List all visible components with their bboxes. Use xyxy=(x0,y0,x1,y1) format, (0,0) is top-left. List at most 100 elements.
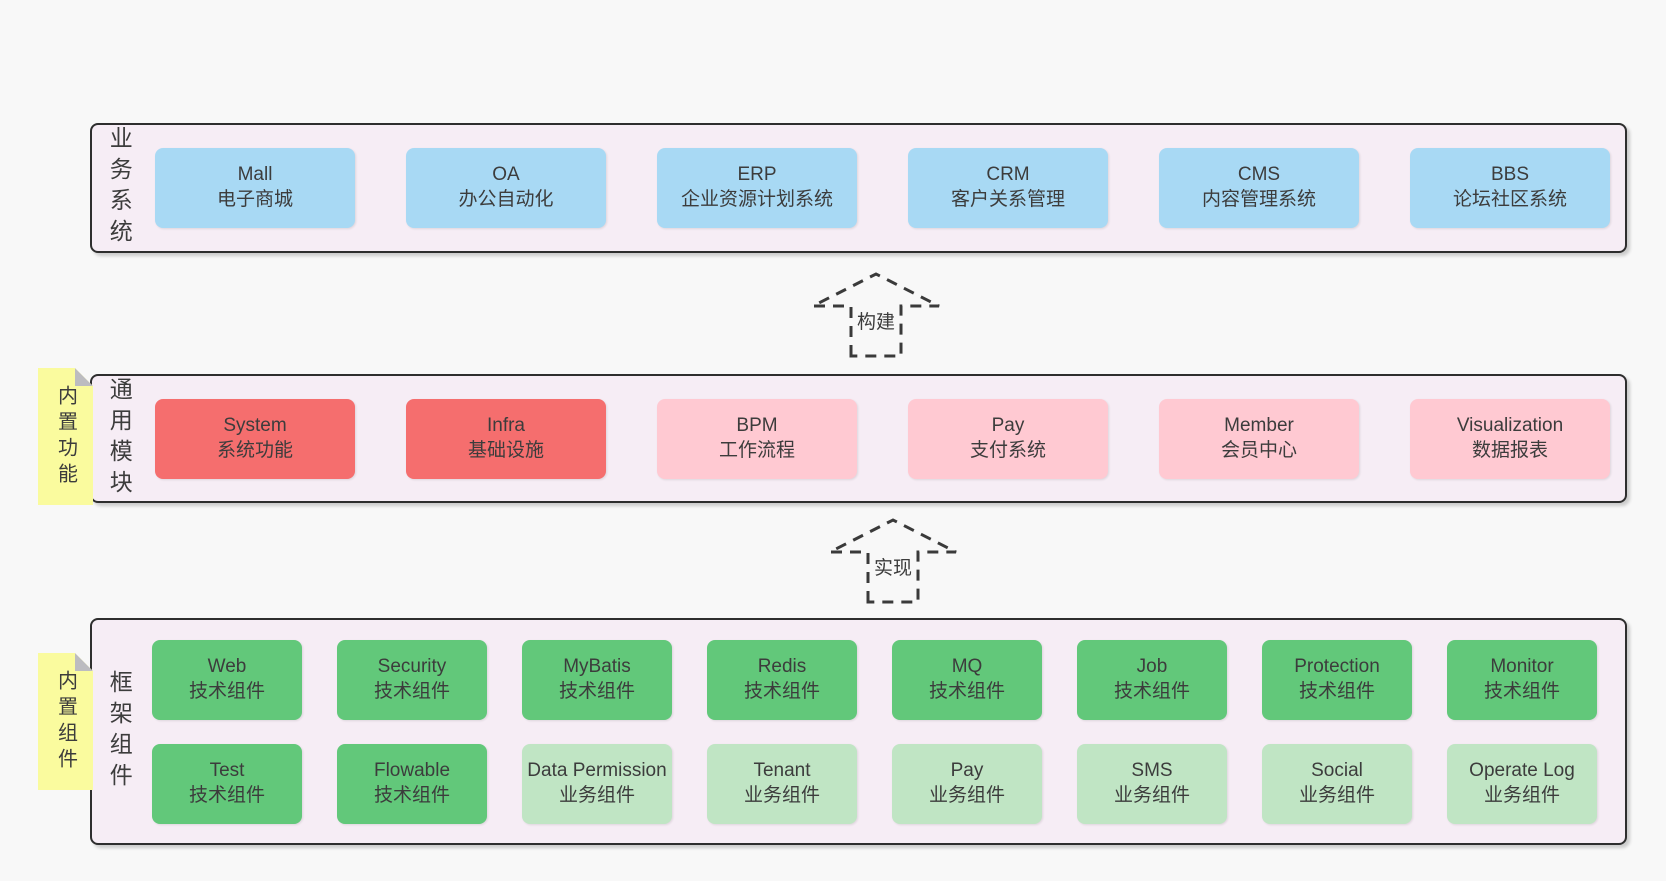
module-subtitle: 基础设施 xyxy=(467,439,544,461)
module-box-mybatis: MyBatis 技术组件 xyxy=(522,639,672,720)
module-box-member: Member 会员中心 xyxy=(1159,398,1359,479)
module-title: MQ xyxy=(951,655,983,677)
module-title: SMS xyxy=(1131,759,1173,781)
dashed-up-arrow-icon xyxy=(829,518,957,604)
module-subtitle: 业务组件 xyxy=(558,784,635,806)
module-title: BBS xyxy=(1490,164,1530,186)
sticky-note-builtin-features-label: 内置功能 xyxy=(54,384,77,489)
module-title: Tenant xyxy=(753,759,811,781)
module-title: ERP xyxy=(737,164,777,186)
band-common-modules-label: 通用模块 xyxy=(106,376,133,501)
module-box-test: Test 技术组件 xyxy=(152,743,302,824)
module-box-tenant: Tenant 业务组件 xyxy=(707,743,857,824)
module-title: Pay xyxy=(991,414,1025,436)
module-subtitle: 技术组件 xyxy=(188,784,265,806)
module-title: Web xyxy=(207,655,247,677)
module-box-protection: Protection 技术组件 xyxy=(1262,639,1412,720)
module-box-mall: Mall 电子商城 xyxy=(155,148,355,228)
module-subtitle: 工作流程 xyxy=(718,439,795,461)
band-business-systems-label: 业务系统 xyxy=(106,126,133,250)
module-subtitle: 业务组件 xyxy=(1483,784,1560,806)
dashed-up-arrow-icon xyxy=(812,272,940,358)
module-title: Flowable xyxy=(373,759,451,781)
module-title: System xyxy=(223,414,287,436)
module-subtitle: 技术组件 xyxy=(743,680,820,702)
module-subtitle: 客户关系管理 xyxy=(950,189,1065,210)
sticky-note-builtin-components-label: 内置组件 xyxy=(54,669,77,774)
module-subtitle: 会员中心 xyxy=(1220,439,1297,461)
module-title: CRM xyxy=(986,164,1030,186)
module-box-pay: Pay 业务组件 xyxy=(892,743,1042,824)
module-subtitle: 业务组件 xyxy=(928,784,1005,806)
module-subtitle: 技术组件 xyxy=(1483,680,1560,702)
module-box-monitor: Monitor 技术组件 xyxy=(1447,639,1597,720)
module-box-bpm: BPM 工作流程 xyxy=(657,398,857,479)
module-title: Security xyxy=(377,655,447,677)
module-title: Mall xyxy=(237,164,273,186)
module-title: Monitor xyxy=(1490,655,1554,677)
module-subtitle: 数据报表 xyxy=(1471,439,1548,461)
module-subtitle: 论坛社区系统 xyxy=(1452,189,1567,210)
module-box-flowable: Flowable 技术组件 xyxy=(337,743,487,824)
implement-arrow-label: 实现 xyxy=(869,552,917,581)
module-subtitle: 技术组件 xyxy=(373,680,450,702)
module-box-visualization: Visualization 数据报表 xyxy=(1410,398,1610,479)
module-title: Redis xyxy=(757,655,807,677)
module-box-data-permission: Data Permission 业务组件 xyxy=(522,743,672,824)
sticky-note-builtin-features: 内置功能 xyxy=(38,368,93,505)
module-title: MyBatis xyxy=(563,655,631,677)
module-title: Job xyxy=(1136,655,1168,677)
module-title: Visualization xyxy=(1456,414,1564,436)
module-title: Data Permission xyxy=(527,759,667,781)
module-subtitle: 技术组件 xyxy=(1298,680,1375,702)
module-subtitle: 技术组件 xyxy=(558,680,635,702)
build-arrow-label: 构建 xyxy=(852,306,900,335)
module-box-redis: Redis 技术组件 xyxy=(707,639,857,720)
module-row: System 系统功能 Infra 基础设施 BPM 工作流程 Pay 支付系统 Member 会… xyxy=(92,398,1625,479)
module-subtitle: 业务组件 xyxy=(1113,784,1190,806)
module-subtitle: 技术组件 xyxy=(373,784,450,806)
module-title: OA xyxy=(492,164,520,186)
module-box-pay: Pay 支付系统 xyxy=(908,398,1108,479)
band-business-systems: 业务系统 Mall 电子商城 OA 办公自动化 ERP 企业资源计划系统 CRM 客户关系管理… xyxy=(90,123,1627,253)
module-title: BPM xyxy=(736,414,778,436)
band-common-modules: 通用模块 System 系统功能 Infra 基础设施 BPM 工作流程 Pay 支付系统 Me… xyxy=(90,374,1627,503)
band-framework-components-label: 框架组件 xyxy=(106,669,133,794)
module-box-system: System 系统功能 xyxy=(155,398,355,479)
module-title: Protection xyxy=(1294,655,1380,677)
module-box-sms: SMS 业务组件 xyxy=(1077,743,1227,824)
module-box-social: Social 业务组件 xyxy=(1262,743,1412,824)
module-title: Test xyxy=(209,759,245,781)
module-subtitle: 内容管理系统 xyxy=(1201,189,1316,210)
module-title: Member xyxy=(1224,414,1294,436)
module-box-erp: ERP 企业资源计划系统 xyxy=(657,148,857,228)
module-box-security: Security 技术组件 xyxy=(337,639,487,720)
module-title: Infra xyxy=(486,414,526,436)
module-subtitle: 业务组件 xyxy=(743,784,820,806)
module-subtitle: 技术组件 xyxy=(188,680,265,702)
build-arrow: 构建 xyxy=(811,270,941,358)
module-subtitle: 办公自动化 xyxy=(458,189,554,210)
module-box-web: Web 技术组件 xyxy=(152,639,302,720)
module-subtitle: 支付系统 xyxy=(969,439,1046,461)
module-subtitle: 系统功能 xyxy=(216,439,293,461)
implement-arrow: 实现 xyxy=(828,516,958,604)
module-box-oa: OA 办公自动化 xyxy=(406,148,606,228)
module-title: Pay xyxy=(950,759,984,781)
module-box-bbs: BBS 论坛社区系统 xyxy=(1410,148,1610,228)
module-subtitle: 企业资源计划系统 xyxy=(680,189,833,210)
module-subtitle: 业务组件 xyxy=(1298,784,1375,806)
module-subtitle: 电子商城 xyxy=(216,189,293,210)
module-box-infra: Infra 基础设施 xyxy=(406,398,606,479)
module-title: Social xyxy=(1311,759,1363,781)
